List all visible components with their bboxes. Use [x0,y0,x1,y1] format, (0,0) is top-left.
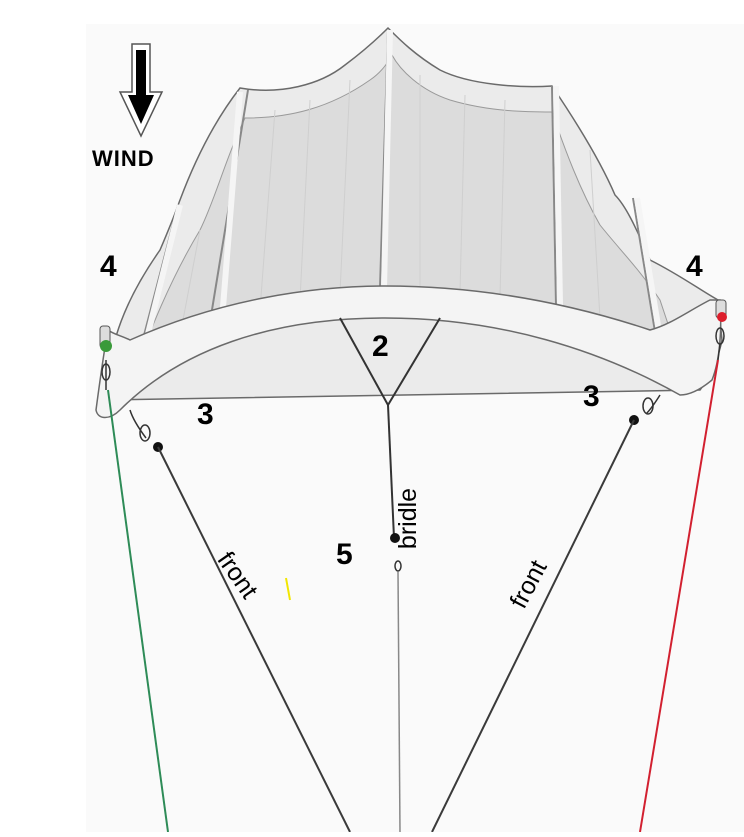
kite-canopy [95,26,723,419]
center-pigtail [394,560,402,572]
bridle-ring [390,533,400,543]
down-arrow-icon [118,43,164,138]
steering-line-right [639,299,727,833]
center-label: 5 [336,538,353,571]
wind-label: WIND [92,146,155,171]
tip-label-right: 4 [686,250,703,283]
front-attach-label-left: 3 [197,398,214,431]
yellow-mark [285,577,291,601]
bridle-lines [339,317,441,539]
steering-line-left [99,325,169,833]
front-lines [129,394,661,833]
center-line [397,571,401,833]
bridle-apex-label: 2 [372,330,389,363]
front-attach-label-right: 3 [583,380,600,413]
tip-label-left: 4 [100,250,117,283]
bridle-label: bridle [394,487,423,550]
